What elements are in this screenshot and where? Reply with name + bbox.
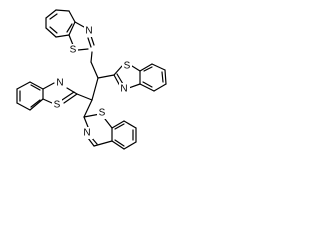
central-backbone <box>83 61 99 118</box>
bt4-bond <box>104 118 113 129</box>
bt4-nitrogen-label: N <box>83 128 90 139</box>
bt1-double-bond <box>49 26 58 34</box>
bt4-bond <box>111 120 125 129</box>
bt1-double-bond <box>66 23 73 33</box>
label-mask <box>122 60 132 72</box>
bt4-double-bond <box>114 123 125 130</box>
bt4-bond <box>93 140 113 147</box>
bt3-link-bond <box>76 93 93 101</box>
label-mask <box>84 25 95 37</box>
label-mask <box>97 107 107 119</box>
bt1-bond <box>68 10 76 23</box>
label-mask <box>119 83 130 95</box>
bt1-bond <box>68 21 76 36</box>
bt1-double-bond <box>90 35 95 46</box>
backbone-bond-b <box>91 77 99 101</box>
bt3-bond <box>16 81 31 90</box>
bt1-bond <box>45 9 57 19</box>
bt3-double-bond <box>63 93 78 104</box>
bt4-bond <box>123 120 137 129</box>
backbone-bond-a <box>90 61 99 79</box>
bt4-bond <box>87 137 95 147</box>
bt2-double-bond <box>142 81 153 88</box>
bt2-bond <box>113 65 123 76</box>
label-mask <box>55 77 66 89</box>
bt2-bond <box>164 69 167 85</box>
bt4-bond <box>123 141 137 150</box>
bt1-nitrogen-label: N <box>85 26 92 37</box>
molecule-canvas: N S S N <box>0 0 180 175</box>
benzothiazole-right: S N <box>97 60 167 95</box>
bt1-bond <box>55 34 70 38</box>
bt3-bond <box>29 98 44 111</box>
bt2-bond <box>139 63 153 72</box>
bt3-bond <box>42 82 55 90</box>
bt2-double-bond <box>116 73 124 85</box>
bt1-bond <box>68 34 74 46</box>
bt3-nitrogen-label: N <box>56 78 63 89</box>
bt4-bond <box>111 140 125 150</box>
bt2-double-bond <box>161 71 164 83</box>
bt2-bond <box>131 65 141 72</box>
label-mask <box>68 44 78 56</box>
benzothiazole-left: N S <box>16 77 93 111</box>
bt1-double-bond <box>49 13 58 20</box>
label-mask <box>52 99 62 111</box>
bt1-bond <box>45 27 57 38</box>
bt2-bond <box>139 83 155 92</box>
bt1-bond <box>77 48 89 51</box>
bt2-double-bond <box>143 66 153 72</box>
backbone-bond-c <box>83 99 93 118</box>
bt1-double-bond <box>87 37 92 48</box>
molecule-structure: N S S N <box>16 9 167 150</box>
bt3-double-bond <box>30 99 41 108</box>
benzothiazole-top: N S <box>45 9 95 63</box>
bt4-sulfur-label: S <box>99 108 106 119</box>
bt1-bond <box>55 9 70 12</box>
bt3-bond <box>16 102 31 111</box>
bt2-bond <box>153 83 167 92</box>
bt3-double-bond <box>61 91 75 101</box>
bt3-bond <box>42 98 53 104</box>
bt2-nitrogen-label: N <box>120 84 127 95</box>
benzothiazole-bottom: S N <box>82 107 137 150</box>
bt3-sulfur-label: S <box>54 100 61 111</box>
bt4-double-bond <box>114 139 125 147</box>
bt4-bond <box>83 116 89 128</box>
label-mask <box>82 127 93 139</box>
bt3-double-bond <box>30 84 41 91</box>
bt1-link-bond <box>90 51 93 63</box>
bt2-link-bond <box>97 74 115 79</box>
bt2-sulfur-label: S <box>124 61 131 72</box>
bt1-bond <box>74 21 85 28</box>
bt3-bond <box>29 81 44 90</box>
bt1-sulfur-label: S <box>70 45 77 56</box>
bt3-bond <box>66 87 78 95</box>
bt2-bond <box>151 63 166 71</box>
